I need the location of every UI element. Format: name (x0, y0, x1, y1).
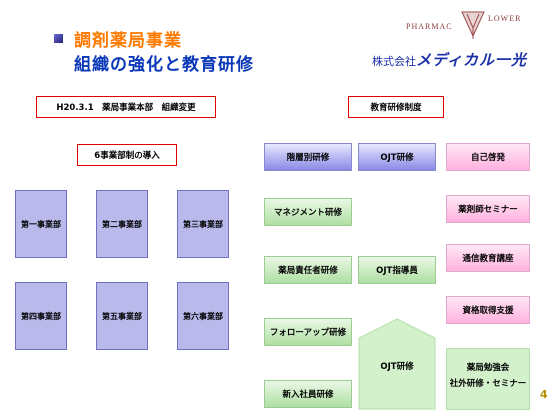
ojt-leader-box: OJT指導員 (358, 256, 436, 284)
division-box-1: 第一事業部 (15, 190, 67, 258)
study-group-line-2: 社外研修・セミナー (449, 379, 527, 389)
study-group-line-1: 薬局勉強会 (466, 363, 510, 373)
org-change-label: H20.3.1 薬局事業本部 組織変更 (36, 96, 216, 118)
follow-up-training-box: フォローアップ研修 (264, 318, 352, 346)
division-box-2: 第二事業部 (96, 190, 148, 258)
ojt-training-header: OJT研修 (358, 143, 436, 171)
title-bullet-icon (54, 34, 63, 43)
company-kabushiki: 株式会社 (372, 55, 416, 68)
qualification-support-box: 資格取得支援 (446, 296, 530, 324)
title-line-2: 組織の強化と教育研修 (74, 55, 254, 75)
division-box-3: 第三事業部 (177, 190, 229, 258)
pharmacy-manager-training-box: 薬局責任者研修 (264, 256, 352, 284)
division-box-6: 第六事業部 (177, 282, 229, 350)
company-name: 株式会社メディカル一光 (372, 49, 527, 70)
new-employee-training-box: 新入社員研修 (264, 380, 352, 408)
study-group-box: 薬局勉強会 社外研修・セミナー (446, 348, 530, 410)
page-number: 4 (540, 388, 548, 401)
title-line-1: 調剤薬局事業 (74, 31, 182, 51)
management-training-box: マネジメント研修 (264, 198, 352, 226)
company-medical-ikko: メディカル一光 (416, 51, 527, 69)
six-division-intro-label: 6事業部制の導入 (77, 144, 177, 166)
logo-lower-text: LOWER (488, 14, 522, 23)
hierarchical-training-header: 階層別研修 (264, 143, 352, 171)
education-system-label: 教育研修制度 (348, 96, 444, 118)
pharmacy-flower-logo: PHARMAC LOWER (398, 8, 538, 48)
ojt-pentagon-shape (358, 318, 436, 410)
pharmacist-seminar-box: 薬剤師セミナー (446, 195, 530, 223)
correspondence-course-box: 通信教育講座 (446, 244, 530, 272)
flower-logo-icon (461, 11, 485, 39)
division-box-5: 第五事業部 (96, 282, 148, 350)
self-development-header: 自己啓発 (446, 143, 530, 171)
ojt-training-base-label: OJT研修 (380, 362, 414, 372)
logo-pharmac-text: PHARMAC (406, 22, 453, 31)
division-box-4: 第四事業部 (15, 282, 67, 350)
